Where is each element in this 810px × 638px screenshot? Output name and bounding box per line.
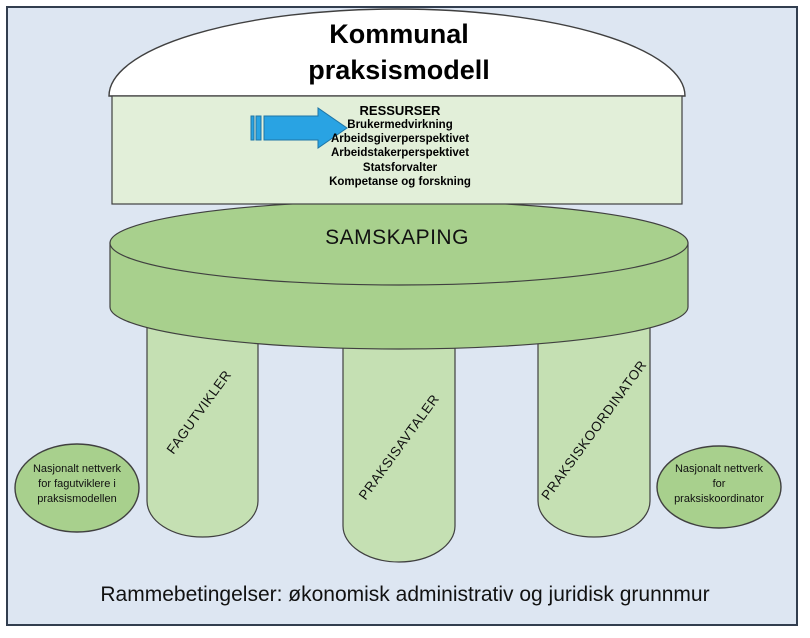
network-left-line: Nasjonalt nettverk (32, 463, 122, 475)
pillar-praksiskoordinator-shape (537, 304, 651, 538)
dome-shape (108, 8, 686, 97)
resources-list: RESSURSER Brukermedvirkning Arbeidsgiver… (212, 103, 588, 189)
network-label-right: Nasjonalt nettverk for praksiskoordinato… (657, 462, 781, 507)
pillar-praksisavtaler-shape (342, 304, 456, 563)
resources-box-shape (111, 95, 683, 205)
network-right-line: praksiskoordinator (674, 493, 764, 505)
network-label-left: Nasjonalt nettverk for fagutviklere i pr… (15, 462, 139, 507)
network-left-line: for fagutviklere i (38, 478, 116, 490)
resources-item: Kompetanse og forskning (329, 175, 471, 188)
network-ellipse-right-shape (656, 445, 782, 529)
disc-label: SAMSKAPING (325, 226, 469, 249)
resources-item: Arbeidstakerperspektivet (330, 147, 470, 160)
resources-item: Statsforvalter (362, 161, 438, 174)
footer-text: Rammebetingelser: økonomisk administrati… (100, 583, 710, 606)
striped-right-arrow-icon (250, 107, 348, 149)
resources-item: Arbeidsgiverperspektivet (330, 133, 470, 146)
title-line-2: praksismodell (308, 55, 490, 85)
resources-item: Brukermedvirkning (347, 119, 453, 131)
network-right-line: Nasjonalt nettverk (674, 463, 764, 475)
title-line-1: Kommunal (329, 19, 469, 49)
pillar-fagutvikler-shape (146, 304, 259, 538)
network-ellipse-left-shape (14, 443, 140, 533)
resources-heading: RESSURSER (359, 103, 441, 118)
network-left-line: praksismodellen (37, 493, 117, 505)
network-right-line: for (712, 478, 726, 490)
page-title: Kommunal praksismodell (100, 16, 698, 88)
